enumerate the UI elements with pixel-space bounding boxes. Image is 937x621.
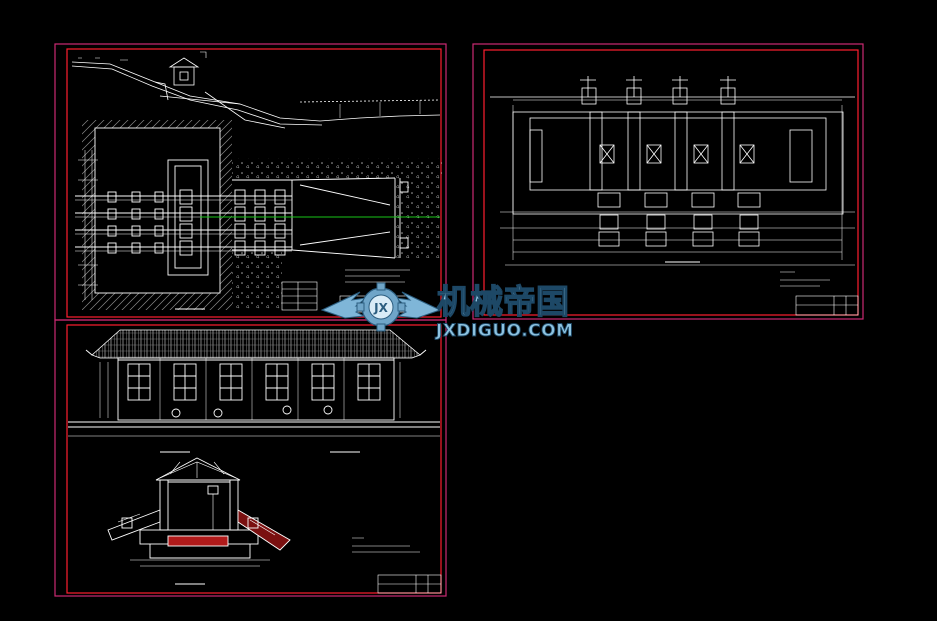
title-block [665,261,859,316]
sheet-elevation [54,319,447,597]
sheet-frame-inner [483,49,859,316]
watermark-logo: JX 机械帝国 JXDIGUO.COM [320,281,574,341]
dotted-ground-top [232,158,442,180]
sheet-frame-outer [472,43,864,320]
watermark-title: 机械帝国 [437,282,569,321]
pump-unit-4 [720,76,761,247]
sheet-frame-inner [66,48,442,318]
longitudinal-profile [71,51,441,129]
intake-channel [232,177,409,259]
sheet-site-plan [54,43,447,321]
dotted-ground-right [395,178,440,258]
emblem-text: JX [373,301,388,315]
pump-unit-3 [672,76,715,247]
building-elevation [68,357,440,453]
pump-plan-lines [490,96,855,266]
cross-section [107,457,291,585]
sheet-frame-outer [54,319,447,597]
pipe-lines [75,150,292,300]
tiled-roof [91,329,421,359]
sheet-frame-inner [66,324,442,594]
pump-unit-1 [580,76,621,247]
dotted-ground-bottom [232,250,282,310]
watermark-url: JXDIGUO.COM [435,321,574,341]
sheet-pump-plan [472,43,864,320]
pump-house-plan-outline [94,127,221,294]
pump-unit-2 [626,76,668,247]
title-block [352,537,442,594]
winged-gear-emblem: JX [320,282,442,332]
